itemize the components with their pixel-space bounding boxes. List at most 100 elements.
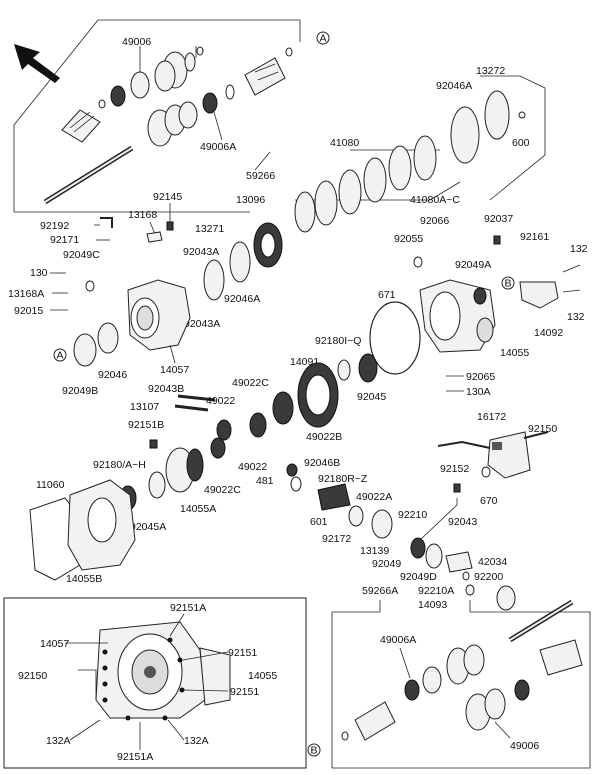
label-92043a-1: 92043A	[183, 246, 219, 258]
label-13139: 13139	[360, 545, 389, 557]
washer-13271	[229, 241, 251, 283]
seal-92049c	[85, 280, 95, 292]
label-49006a-top: 49006A	[200, 141, 236, 153]
svg-text:B: B	[310, 745, 317, 757]
cover-14093	[496, 585, 516, 611]
label-132-2: 132	[567, 311, 585, 323]
label-132a-l: 132A	[46, 735, 71, 747]
label-92049d: 92049D	[400, 571, 437, 583]
label-14055: 14055	[500, 347, 529, 359]
label-49022b: 49022B	[306, 431, 342, 443]
label-92210: 92210	[398, 509, 427, 521]
label-92171: 92171	[50, 234, 79, 246]
upper-drive-shaft-group	[13, 19, 301, 213]
seal-601	[348, 505, 364, 527]
bearing-92049a	[473, 287, 487, 305]
label-92151-box1: 92151	[228, 647, 257, 659]
lower-boot-ring	[178, 101, 198, 129]
bolt-92145	[166, 221, 174, 231]
label-600: 600	[512, 137, 530, 149]
inner-cv-joint	[61, 109, 101, 143]
actuator-16172	[437, 431, 531, 479]
label-13271: 13271	[195, 223, 224, 235]
label-41080: 41080	[330, 137, 359, 149]
lower-outer-cv	[539, 639, 583, 676]
group-frame-left	[13, 19, 250, 213]
label-92151-box2: 92151	[230, 686, 259, 698]
label-49006-bot: 49006	[510, 740, 539, 752]
front-direction-arrow	[14, 44, 60, 83]
label-13107: 13107	[130, 401, 159, 413]
label-92015: 92015	[14, 305, 43, 317]
seal-92049b	[73, 333, 97, 367]
label-92046: 92046	[98, 369, 127, 381]
lower-ring-a	[422, 666, 442, 694]
label-92180r-z: 92180R~Z	[318, 473, 368, 485]
pinion-49022a	[317, 483, 351, 511]
label-92161: 92161	[520, 231, 549, 243]
label-92180-a-h: 92180/A~H	[93, 459, 146, 471]
upper-clip	[98, 99, 106, 109]
label-92055: 92055	[394, 233, 423, 245]
coupler-42034	[445, 551, 473, 573]
label-670: 670	[480, 495, 498, 507]
label-92049b: 92049B	[62, 385, 98, 397]
label-92152: 92152	[440, 463, 469, 475]
gear-49022c	[249, 412, 267, 438]
housing-14057	[127, 279, 191, 351]
group-frame-top	[98, 19, 301, 42]
label-92200: 92200	[474, 571, 503, 583]
upper-boot	[154, 51, 196, 92]
label-92037: 92037	[484, 213, 513, 225]
label-11060: 11060	[36, 479, 65, 491]
label-49022c-2: 49022C	[204, 484, 241, 496]
lower-bearing	[202, 92, 218, 114]
label-14092: 14092	[534, 327, 563, 339]
label-16172: 16172	[477, 411, 506, 423]
label-59266a: 59266A	[362, 585, 398, 597]
seal-92172	[371, 509, 393, 539]
pin-13168	[146, 231, 163, 243]
label-92049: 92049	[372, 558, 401, 570]
upper-bearing	[110, 85, 126, 107]
shaft-92043b	[177, 394, 216, 402]
label-132-1: 132	[570, 243, 588, 255]
label-14055b: 14055B	[66, 573, 102, 585]
label-481: 481	[256, 475, 274, 487]
label-49022c-1: 49022C	[232, 377, 269, 389]
lever-14092	[519, 281, 559, 309]
shaft-13107	[174, 404, 209, 412]
ring-92210a	[465, 584, 475, 596]
gear-49022-2	[210, 437, 226, 459]
label-13096: 13096	[236, 194, 265, 206]
label-13168a: 13168A	[8, 288, 44, 300]
label-92151a-bot: 92151A	[117, 751, 153, 763]
label-92049c: 92049C	[63, 249, 100, 261]
label-14055-box: 14055	[248, 670, 277, 682]
label-14057-box: 14057	[40, 638, 69, 650]
label-92065: 92065	[466, 371, 495, 383]
shim-92180i-q	[337, 359, 351, 381]
bearing-92045	[358, 353, 378, 383]
label-92046a-r: 92046A	[436, 80, 472, 92]
bearing-13139	[410, 537, 426, 559]
label-92046b: 92046B	[304, 457, 340, 469]
label-92045a: 92045A	[130, 521, 166, 533]
marker-a-top: A	[316, 31, 330, 45]
lower-inner-cv	[354, 701, 396, 741]
upper-boot-ring	[130, 71, 150, 99]
label-92145: 92145	[153, 191, 182, 203]
label-49006a-bot: 49006A	[380, 634, 416, 646]
label-132a-r: 132A	[184, 735, 209, 747]
label-92045: 92045	[357, 391, 386, 403]
label-92151b: 92151B	[128, 419, 164, 431]
label-92049a: 92049A	[455, 259, 491, 271]
label-49022-2: 49022	[238, 461, 267, 473]
oring-671	[369, 301, 421, 375]
ring-481	[290, 476, 302, 492]
label-130: 130	[30, 267, 48, 279]
label-130a: 130A	[466, 386, 491, 398]
svg-text:A: A	[56, 350, 63, 362]
bolt-92037	[493, 235, 501, 245]
label-92192: 92192	[40, 220, 69, 232]
